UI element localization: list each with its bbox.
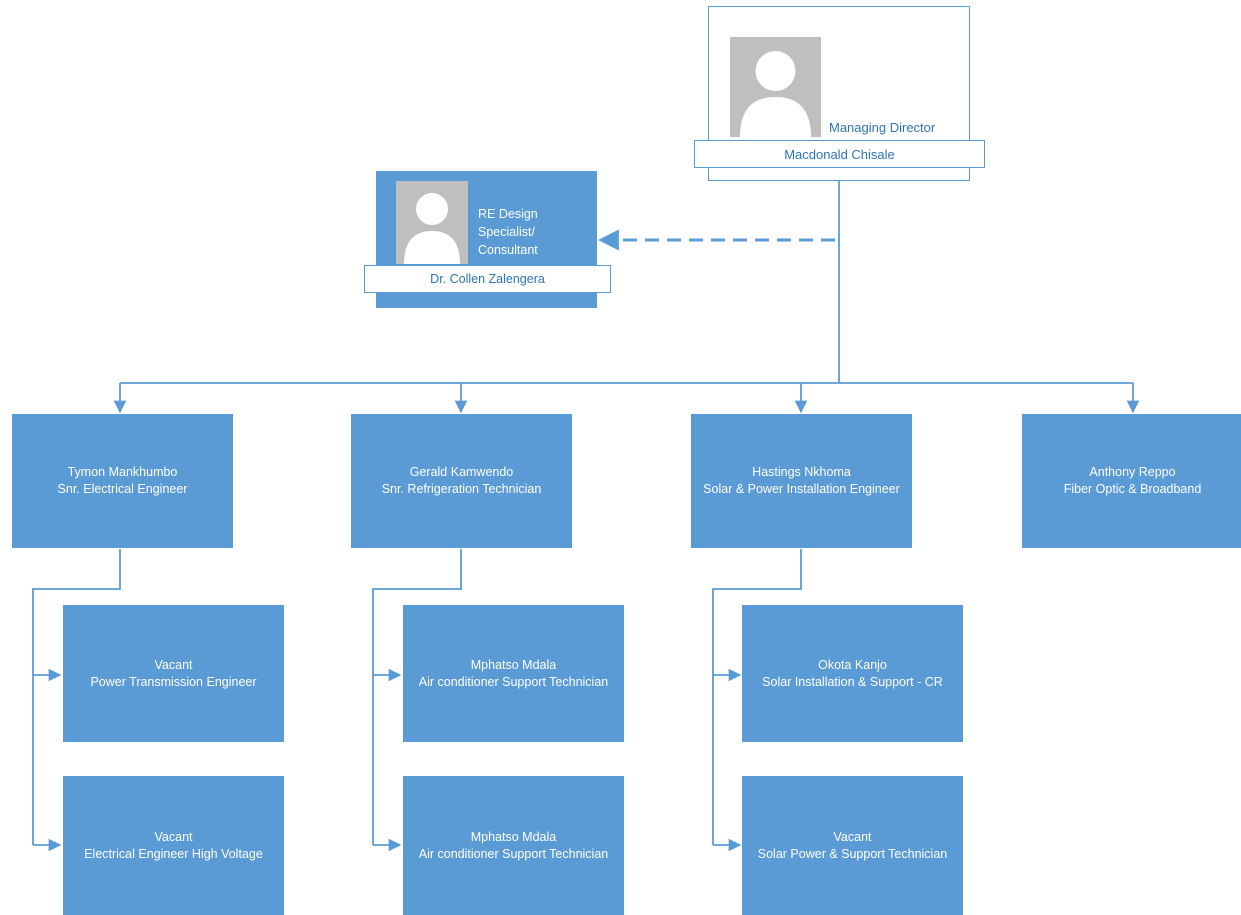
- head-box-2: Gerald Kamwendo Snr. Refrigeration Techn…: [351, 414, 572, 548]
- head-role: Solar & Power Installation Engineer: [703, 482, 900, 496]
- staff-name: Vacant: [833, 829, 872, 844]
- consultant-avatar-icon: [396, 181, 468, 264]
- staff-role: Power Transmission Engineer: [90, 674, 257, 689]
- staff-role: Solar Power & Support Technician: [757, 846, 948, 861]
- col2-connector: [372, 549, 462, 845]
- staff-role: Electrical Engineer High Voltage: [84, 846, 263, 861]
- consultant-title: RE Design Specialist/ Consultant: [478, 205, 538, 259]
- staff-name: Vacant: [154, 829, 193, 844]
- staff-name: Vacant: [154, 657, 193, 672]
- head-role: Snr. Electrical Engineer: [57, 482, 188, 496]
- head-name: Gerald Kamwendo: [409, 465, 514, 479]
- head-role: Fiber Optic & Broadband: [1063, 482, 1202, 496]
- staff-box: Vacant Solar Power & Support Technician: [742, 776, 963, 915]
- head-role: Snr. Refrigeration Technician: [381, 482, 542, 496]
- head-name: Tymon Mankhumbo: [67, 465, 178, 479]
- head-name: Anthony Reppo: [1089, 465, 1176, 479]
- staff-box: Vacant Electrical Engineer High Voltage: [63, 776, 284, 915]
- head-box-1: Tymon Mankhumbo Snr. Electrical Engineer: [12, 414, 233, 548]
- staff-role: Air conditioner Support Technician: [418, 674, 609, 689]
- managing-director-avatar-icon: [730, 37, 821, 137]
- consultant-title-line: RE Design: [478, 207, 538, 221]
- head-box-3: Hastings Nkhoma Solar & Power Installati…: [691, 414, 912, 548]
- staff-name: Mphatso Mdala: [470, 829, 557, 844]
- col1-connector: [32, 549, 121, 845]
- staff-box: Okota Kanjo Solar Installation & Support…: [742, 605, 963, 742]
- consultant-title-line: Specialist/: [478, 225, 535, 239]
- staff-role: Air conditioner Support Technician: [418, 846, 609, 861]
- staff-role: Solar Installation & Support - CR: [762, 674, 943, 689]
- staff-name: Mphatso Mdala: [470, 657, 557, 672]
- head-box-4: Anthony Reppo Fiber Optic & Broadband: [1022, 414, 1241, 548]
- managing-director-title: Managing Director: [829, 120, 936, 135]
- managing-director-name: Macdonald Chisale: [694, 140, 985, 168]
- staff-box: Vacant Power Transmission Engineer: [63, 605, 284, 742]
- staff-box: Mphatso Mdala Air conditioner Support Te…: [403, 776, 624, 915]
- head-name: Hastings Nkhoma: [752, 465, 851, 479]
- consultant-name: Dr. Collen Zalengera: [364, 265, 611, 293]
- staff-name: Okota Kanjo: [818, 657, 887, 672]
- staff-box: Mphatso Mdala Air conditioner Support Te…: [403, 605, 624, 742]
- consultant-title-line: Consultant: [478, 243, 538, 257]
- col3-connector: [712, 549, 802, 845]
